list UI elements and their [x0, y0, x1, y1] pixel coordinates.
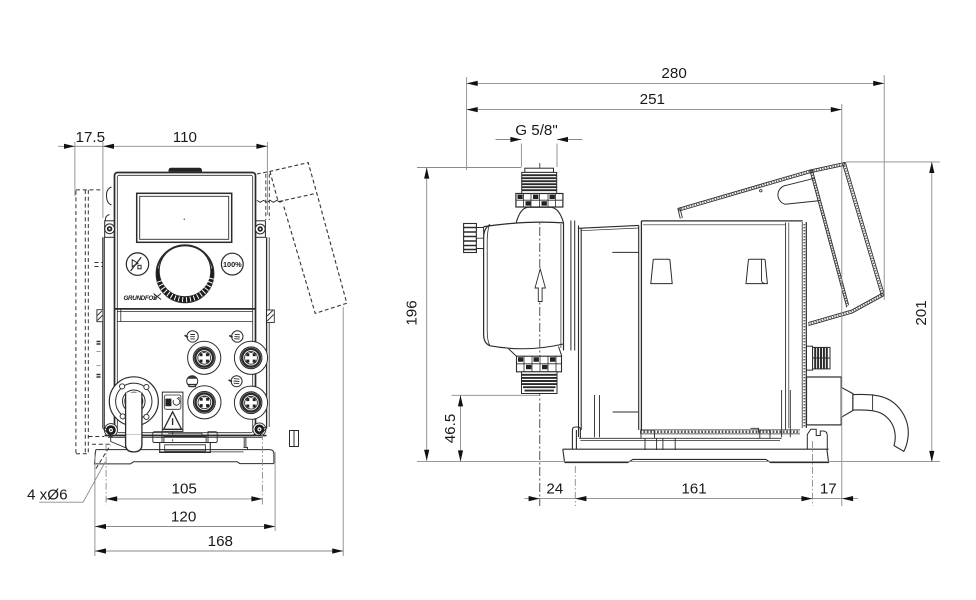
- svg-text:110: 110: [173, 129, 197, 146]
- svg-text:24: 24: [546, 481, 563, 498]
- svg-text:17: 17: [820, 481, 837, 498]
- svg-text:17.5: 17.5: [76, 129, 106, 146]
- svg-text:280: 280: [661, 65, 686, 82]
- svg-text:GRUNDFOS: GRUNDFOS: [124, 295, 158, 302]
- svg-text:G 5/8": G 5/8": [515, 122, 558, 139]
- svg-text:120: 120: [171, 508, 196, 525]
- svg-text:46.5: 46.5: [442, 414, 459, 444]
- svg-text:201: 201: [913, 300, 930, 325]
- svg-text:4 xØ6: 4 xØ6: [27, 486, 68, 503]
- svg-text:168: 168: [208, 533, 233, 550]
- svg-text:100%: 100%: [223, 260, 242, 269]
- svg-text:251: 251: [640, 91, 665, 108]
- svg-text:196: 196: [404, 300, 421, 325]
- svg-text:161: 161: [681, 481, 706, 498]
- svg-text:105: 105: [172, 481, 197, 498]
